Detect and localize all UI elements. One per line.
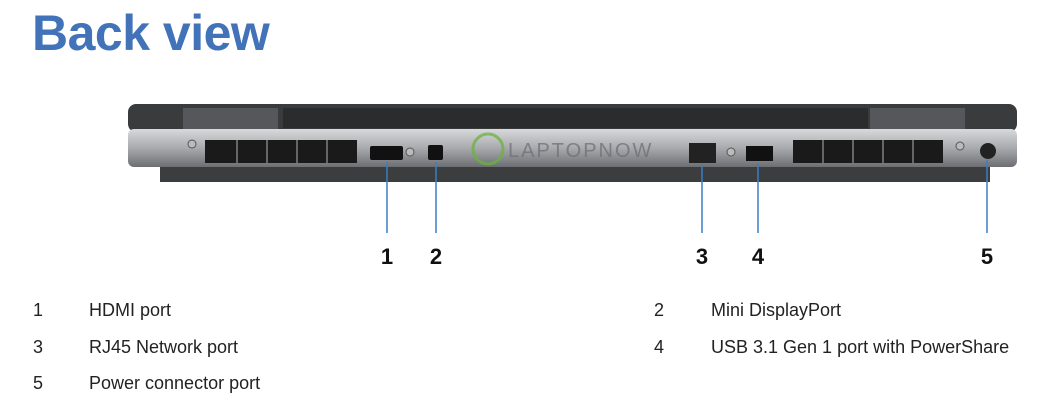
leader-lines: [386, 160, 988, 233]
laptop-back-illustration: LAPTOPNOW: [128, 104, 1017, 233]
legend-label: USB 3.1 Gen 1 port with PowerShare: [711, 337, 1010, 357]
callout-3: 3: [695, 244, 709, 269]
callout-5: 5: [980, 244, 994, 269]
page-title: Back view: [32, 5, 270, 61]
legend-label: Mini DisplayPort: [711, 300, 842, 320]
legend-label: RJ45 Network port: [89, 337, 239, 357]
power-connector-icon: [980, 143, 996, 159]
usb-port-icon: [746, 146, 773, 161]
legend-number: 3: [33, 337, 44, 357]
screw-icon: [405, 147, 415, 157]
screw-icon: [726, 147, 736, 157]
legend-label: HDMI port: [89, 300, 172, 320]
legend-number: 4: [654, 337, 665, 357]
svg-text:LAPTOPNOW: LAPTOPNOW: [508, 140, 653, 162]
legend-number: 1: [33, 300, 44, 320]
laptop-lid: [128, 104, 1017, 132]
mini-displayport-icon: [428, 145, 443, 160]
hdmi-port-icon: [370, 146, 403, 160]
callout-4: 4: [751, 244, 765, 269]
rj45-port-icon: [689, 143, 716, 163]
screw-icon: [955, 141, 965, 151]
legend-label: Power connector port: [89, 373, 261, 393]
callout-1: 1: [380, 244, 394, 269]
legend-number: 5: [33, 373, 44, 393]
vent-right: [793, 140, 943, 163]
legend-number: 2: [654, 300, 665, 320]
watermark-logo: LAPTOPNOW: [471, 132, 653, 166]
callout-2: 2: [429, 244, 443, 269]
screw-icon: [187, 139, 197, 149]
vent-left: [205, 140, 357, 163]
